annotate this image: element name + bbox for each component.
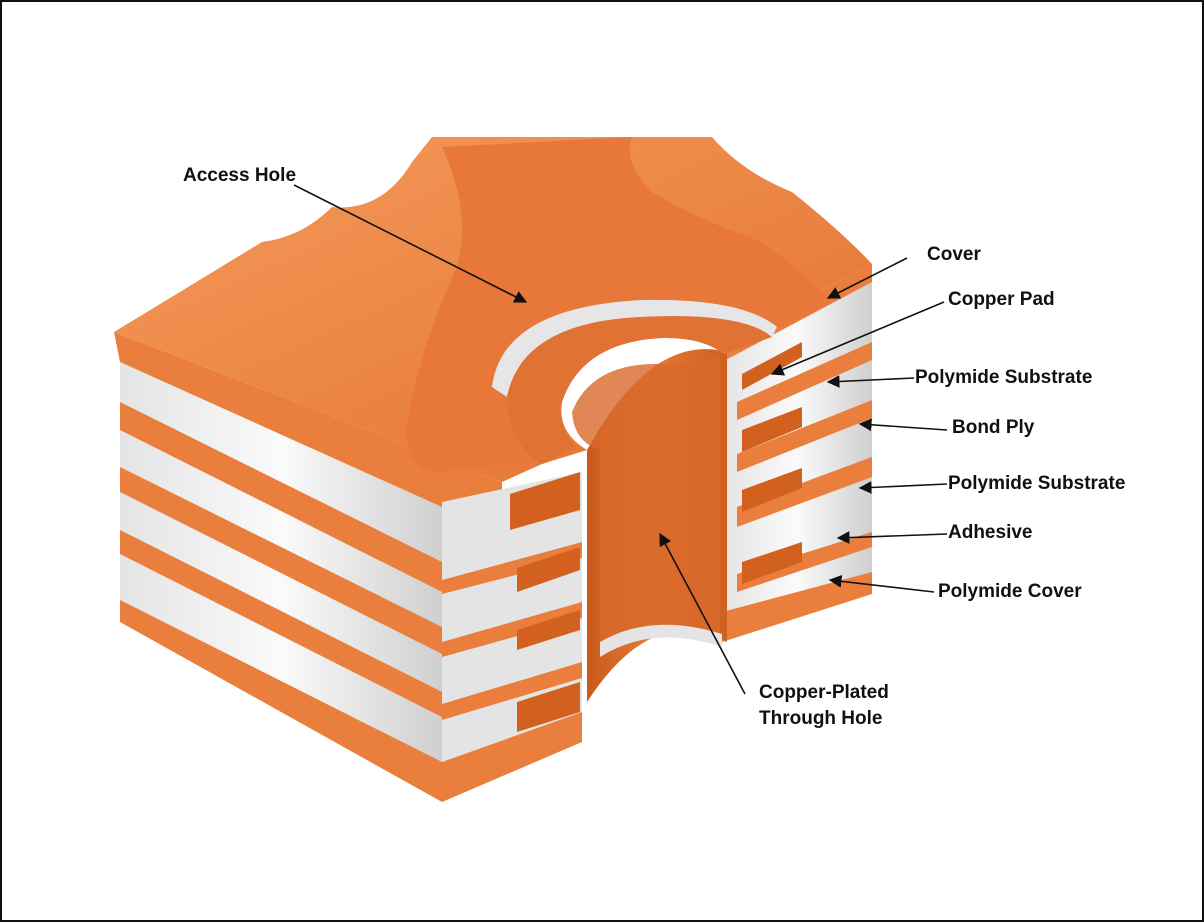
right-pad-3: [742, 468, 802, 512]
label-adhesive: Adhesive: [948, 522, 1033, 543]
left-stack: [114, 332, 582, 802]
leader-copper-pad: [770, 301, 945, 376]
barrel-bottom-rim: [600, 624, 722, 657]
cover-ring: [492, 299, 777, 397]
left-pad-1: [510, 472, 580, 530]
right-pad-4: [742, 542, 802, 584]
label-access-hole: Access Hole: [183, 165, 297, 186]
label-polymide-cover: Polymide Cover: [938, 581, 1082, 602]
left-cut-copper-c: [442, 662, 582, 720]
leader-cover: [826, 257, 908, 299]
leader-access-hole: [293, 184, 528, 303]
left-cut-bottom: [442, 712, 582, 802]
leader-polymide-cover: [828, 574, 935, 593]
right-copper-bottom: [722, 572, 872, 642]
leader-polymide-substrate-bottom: [858, 481, 948, 494]
left-copper-3: [120, 530, 442, 717]
barrel-inner-rim: [572, 354, 720, 647]
left-copper-2: [120, 467, 442, 654]
label-copper-pad: Copper Pad: [948, 289, 1055, 310]
right-pad-2: [742, 407, 802, 452]
right-copper-2: [737, 400, 872, 472]
left-copper-4: [120, 600, 442, 802]
right-copper-3: [737, 457, 872, 527]
left-cut-copper-a: [442, 542, 582, 594]
right-stack: [722, 264, 872, 642]
left-pad-2: [517, 547, 580, 592]
left-copper-1: [120, 402, 442, 592]
right-copper-1: [737, 342, 872, 420]
label-polymide-substrate-top: Polymide Substrate: [915, 367, 1093, 388]
left-pad-4: [517, 682, 580, 732]
label-polymide-substrate-bottom: Polymide Substrate: [948, 473, 1126, 494]
label-copper-plated-line1: Copper-Plated: [759, 682, 889, 703]
leader-bond-ply: [858, 418, 948, 432]
left-pad-3: [517, 610, 580, 650]
leader-adhesive: [836, 531, 948, 544]
leader-lines: [293, 184, 948, 695]
right-copper-4: [737, 532, 872, 592]
copper-pad-ring: [507, 316, 772, 464]
leader-copper-plated: [659, 532, 746, 695]
label-cover: Cover: [927, 244, 981, 265]
left-cut-copper-b: [442, 602, 582, 657]
label-bond-ply: Bond Ply: [952, 417, 1035, 438]
label-copper-plated-line2: Through Hole: [759, 708, 883, 729]
leader-polymide-substrate-top: [826, 375, 915, 388]
left-insulation-4: [120, 547, 442, 767]
left-copper-cover: [114, 332, 502, 507]
